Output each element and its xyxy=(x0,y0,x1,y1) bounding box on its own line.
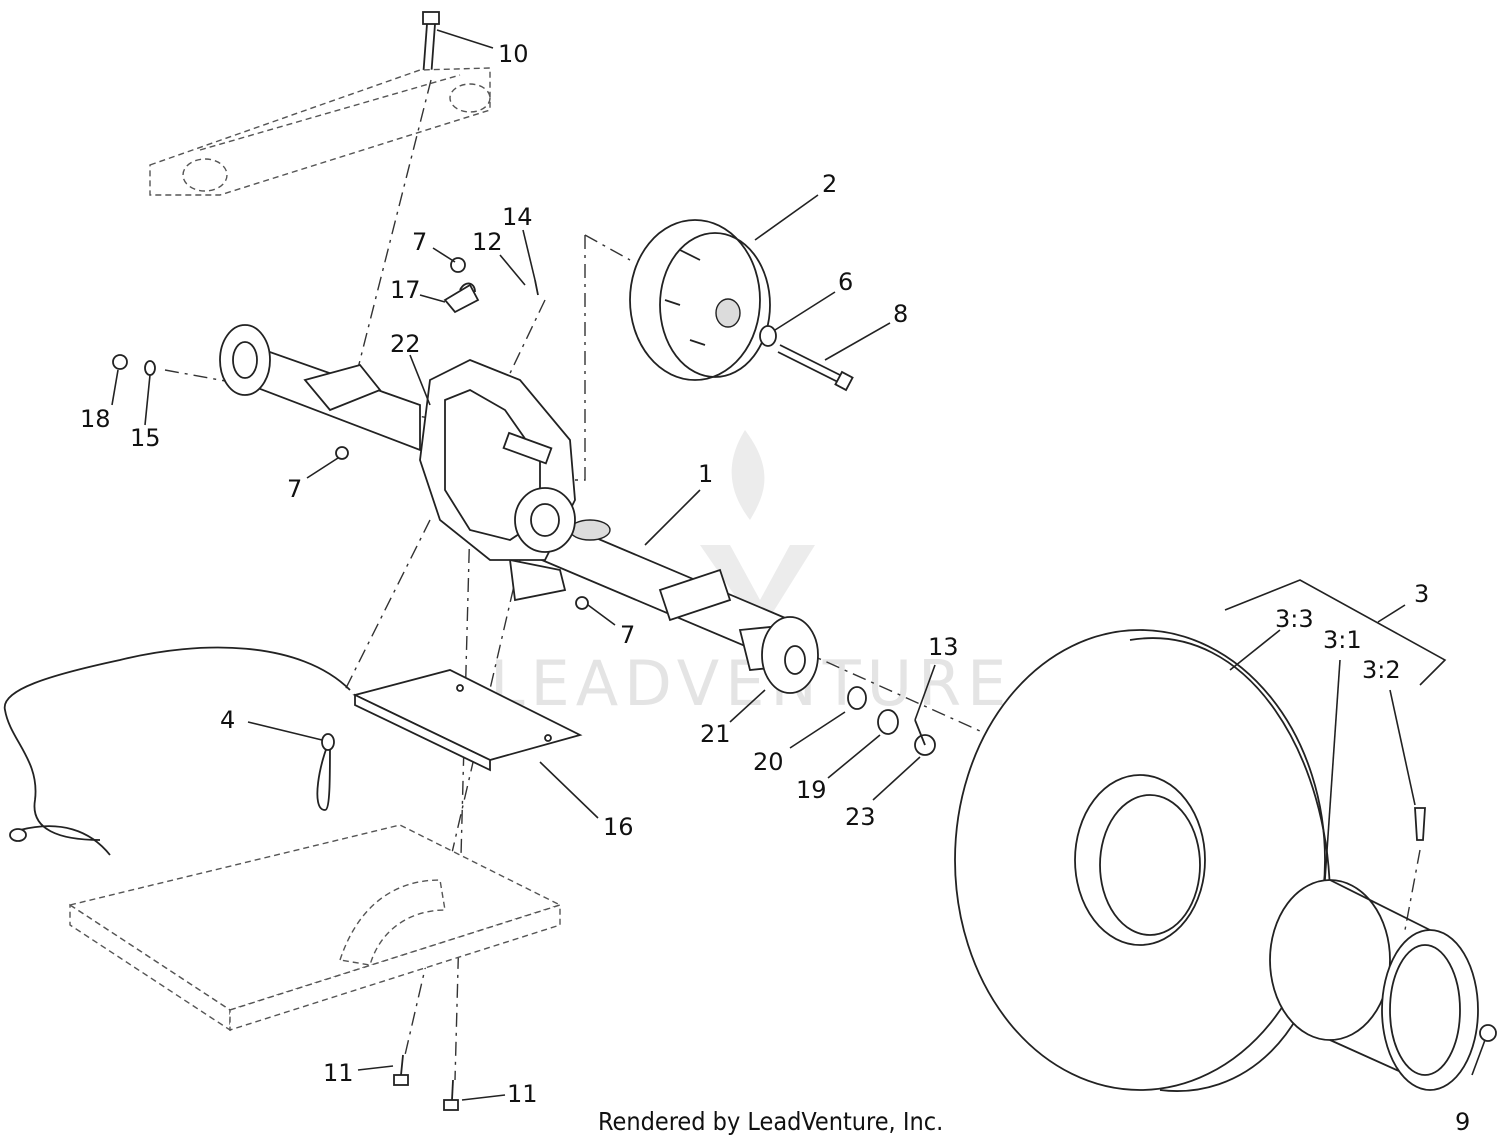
callout-11: 11 xyxy=(323,1059,354,1087)
callout-3: 3 xyxy=(1414,580,1429,608)
bolt-10 xyxy=(422,11,440,79)
washer-6 xyxy=(759,325,777,347)
callout-14: 14 xyxy=(502,203,533,231)
callout-4: 4 xyxy=(220,706,235,734)
callout-19: 19 xyxy=(796,776,827,804)
callout-22: 22 xyxy=(390,330,421,358)
bolt-11-left xyxy=(393,1054,409,1086)
group-bracket-3 xyxy=(1224,579,1447,686)
bolt-8 xyxy=(777,344,854,392)
nut-7-right xyxy=(575,596,589,610)
cable-4 xyxy=(3,646,351,856)
callout-11: 11 xyxy=(507,1080,538,1108)
valve-3-2 xyxy=(1414,807,1426,841)
callout-7: 7 xyxy=(412,228,427,256)
washer-20 xyxy=(847,686,867,710)
callout-10: 10 xyxy=(498,40,529,68)
gearbox-22 xyxy=(419,359,576,561)
callout-8: 8 xyxy=(893,300,908,328)
callout-12: 12 xyxy=(472,228,503,256)
callout-1: 1 xyxy=(698,460,713,488)
pulley-2 xyxy=(629,219,771,381)
lower-frame-ghost xyxy=(68,824,562,1032)
nut-23 xyxy=(914,719,936,756)
upper-frame-ghost xyxy=(149,67,491,196)
callout-21: 21 xyxy=(700,720,731,748)
callout-17: 17 xyxy=(390,276,421,304)
nut-7-left xyxy=(335,446,349,460)
pin-14 xyxy=(534,279,539,296)
callout-20: 20 xyxy=(753,748,784,776)
callout-15: 15 xyxy=(130,424,161,452)
washer-19 xyxy=(877,709,899,735)
rim-3-1 xyxy=(1269,879,1479,1091)
leader-lines xyxy=(111,29,1486,1101)
callout-9: 9 xyxy=(1455,1108,1470,1136)
bolt-11-right xyxy=(443,1079,459,1111)
callout-16: 16 xyxy=(603,813,634,841)
callout-3-1: 3:1 xyxy=(1323,626,1362,654)
lug-nut-9 xyxy=(1479,1024,1497,1042)
washer-15 xyxy=(144,360,156,376)
callout-18: 18 xyxy=(80,405,111,433)
callout-3-2: 3:2 xyxy=(1362,656,1401,684)
callout-23: 23 xyxy=(845,803,876,831)
callout-7: 7 xyxy=(287,475,302,503)
clamp-17 xyxy=(443,282,480,314)
callout-6: 6 xyxy=(838,268,853,296)
callout-3-3: 3:3 xyxy=(1275,605,1314,633)
tire-3-3 xyxy=(954,629,1331,1092)
plate-16 xyxy=(352,669,583,772)
footer-credit: Rendered by LeadVenture, Inc. xyxy=(598,1107,943,1136)
callout-labels: 10 2 14 7 12 17 6 8 22 18 15 7 1 3 3:3 3… xyxy=(80,40,1470,1136)
callout-7: 7 xyxy=(620,621,635,649)
callout-13: 13 xyxy=(928,633,959,661)
callout-2: 2 xyxy=(822,170,837,198)
nut-18 xyxy=(112,354,128,370)
